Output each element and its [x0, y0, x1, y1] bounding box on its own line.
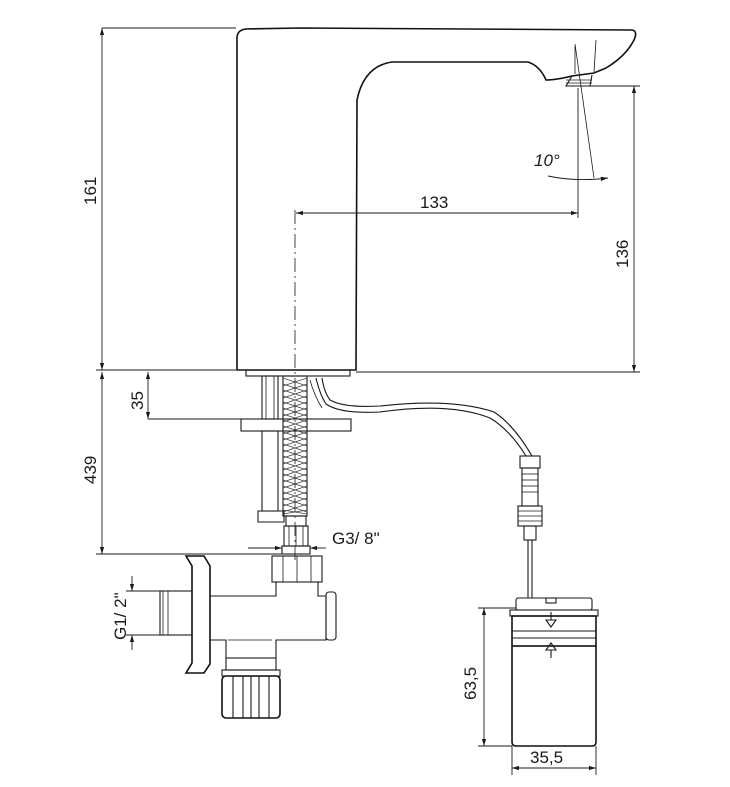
dimension-35-5: 35,5 [511, 746, 597, 775]
mounting-base [148, 418, 352, 432]
dimension-35: 35 [128, 372, 151, 419]
braid-strand [282, 491, 308, 501]
label-161: 161 [81, 177, 100, 205]
dimension-g38: G3/ 8" [248, 529, 380, 551]
label-35: 35 [128, 391, 147, 410]
cable-connector [517, 455, 543, 598]
label-133: 133 [420, 193, 448, 212]
label-63-5: 63,5 [461, 667, 480, 700]
label-439: 439 [81, 456, 100, 484]
braid-strand [282, 389, 308, 399]
center-lines [294, 43, 595, 560]
sensor-cable [309, 377, 533, 457]
faucet-body [236, 27, 637, 377]
dimension-63-5: 63,5 [461, 607, 516, 747]
dimension-136: 136 [356, 85, 640, 373]
control-box [509, 597, 599, 747]
label-136: 136 [613, 240, 632, 268]
braid-strand [282, 395, 308, 405]
braid-strand [282, 413, 308, 423]
arrow-down-icon [544, 612, 558, 628]
label-g12: G1/ 2" [111, 592, 130, 640]
braid-strand [282, 485, 308, 495]
dimension-133: 133 [296, 88, 579, 218]
braid-strand [282, 461, 308, 471]
braid-strand [282, 443, 308, 453]
dimension-g12: G1/ 2" [111, 576, 160, 650]
braid-strand [282, 467, 308, 477]
label-35-5: 35,5 [530, 748, 563, 767]
braided-hose [281, 375, 311, 555]
braid-strand [282, 437, 308, 447]
threaded-rod [257, 375, 285, 523]
label-angle: 10° [534, 151, 560, 170]
dimension-angle: 10° [534, 151, 609, 182]
angle-valve [159, 555, 337, 719]
arrow-up-icon [544, 642, 558, 658]
dimension-439: 439 [81, 372, 282, 555]
label-g38: G3/ 8" [332, 529, 380, 548]
dimension-161: 161 [81, 27, 236, 371]
braid-strand [282, 419, 308, 429]
